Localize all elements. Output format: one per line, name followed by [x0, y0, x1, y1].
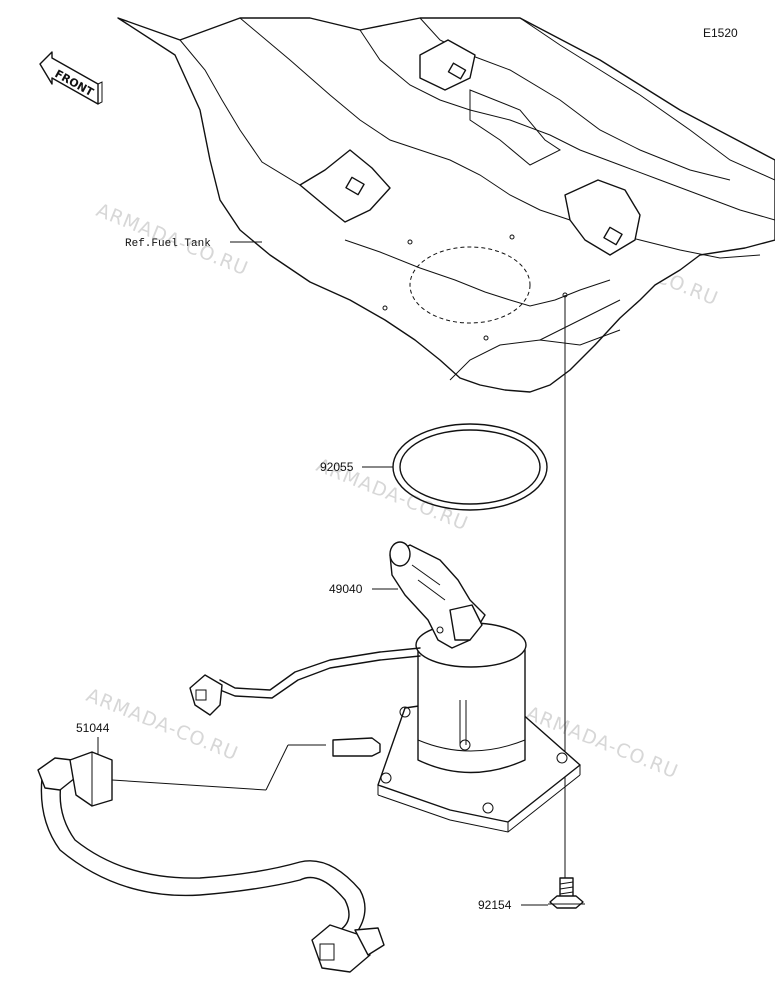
part-number-92055: 92055 [320, 460, 354, 474]
callout-49040: 49040 [329, 582, 398, 596]
front-arrow-icon: FRONT [39, 51, 103, 105]
front-label: FRONT [53, 67, 97, 99]
pump-outlet [265, 737, 381, 791]
part-number-92154: 92154 [478, 898, 512, 912]
fuel-tank [117, 17, 775, 393]
bolt [548, 877, 585, 909]
wire-harness [189, 647, 421, 716]
part-number-49040: 49040 [329, 582, 363, 596]
part-number-51044: 51044 [76, 721, 110, 735]
reference-callout: Ref.Fuel Tank [125, 238, 262, 250]
fuel-pump-assembly [377, 541, 581, 833]
reference-label: Ref.Fuel Tank [125, 238, 211, 250]
callout-92055: 92055 [320, 460, 393, 474]
o-ring [392, 423, 548, 511]
diagram-code: E1520 [703, 26, 738, 40]
callout-51044: 51044 [76, 721, 110, 755]
callout-92154: 92154 [478, 898, 548, 912]
fuel-hose [37, 751, 385, 973]
